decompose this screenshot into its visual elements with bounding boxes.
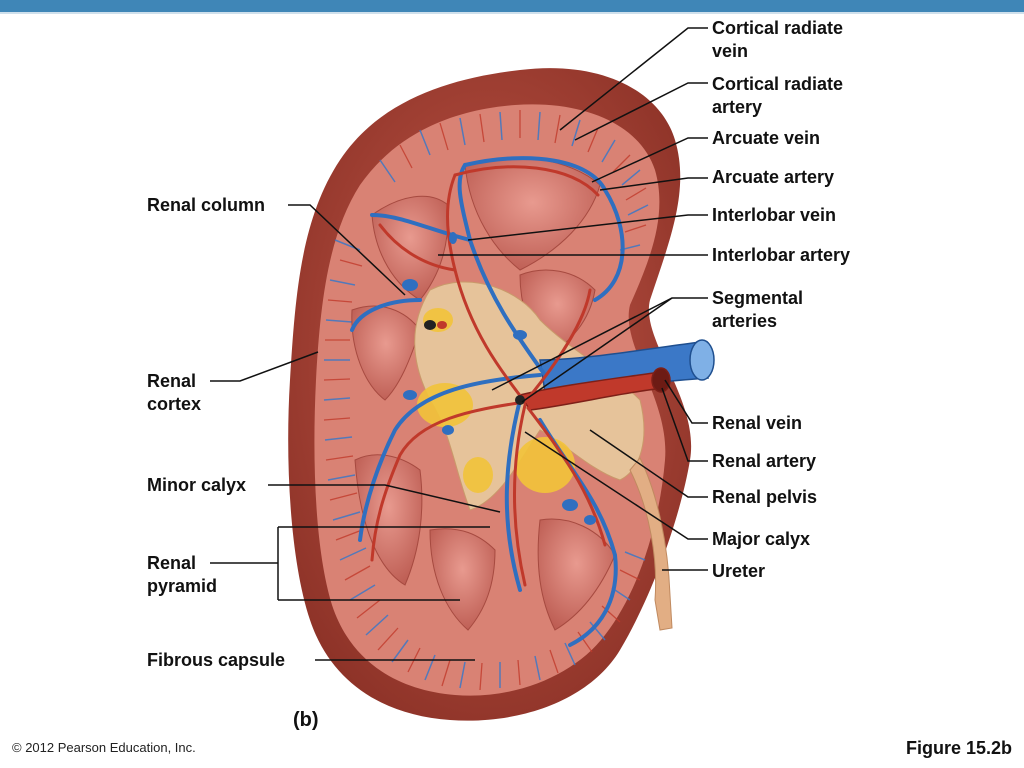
label-interlobar-vein: Interlobar vein [712, 205, 837, 225]
label-minor-calyx: Minor calyx [147, 475, 247, 495]
label-cortical-radiate-artery: Cortical radiate artery [712, 74, 844, 117]
label-major-calyx: Major calyx [712, 529, 811, 549]
interlobar-arcuate-arteries [370, 165, 607, 587]
title-bar-rule [0, 12, 1024, 14]
figure-number: Figure 15.2b [905, 738, 1012, 758]
label-renal-pyramid: Renal pyramid [147, 553, 218, 596]
subfigure-label: (b) [293, 709, 319, 731]
vessel-cross-sections [402, 232, 596, 525]
label-renal-artery: Renal artery [712, 451, 817, 471]
label-cortical-radiate-vein: Cortical radiate vein [712, 18, 844, 61]
ureter-shape [629, 457, 673, 631]
renal-vein-lumen [689, 339, 715, 381]
label-renal-vein: Renal vein [712, 413, 803, 433]
label-segmental-arteries: Segmental arteries [712, 288, 804, 331]
label-interlobar-artery: Interlobar artery [712, 245, 851, 265]
title-bar-accent [0, 0, 1024, 12]
label-renal-cortex: Renal cortex [147, 371, 202, 414]
leader-lines [210, 27, 708, 661]
renal-artery-lumen [651, 367, 671, 393]
label-ureter: Ureter [712, 561, 766, 581]
label-renal-column: Renal column [147, 195, 266, 215]
label-renal-pelvis: Renal pelvis [712, 487, 818, 507]
copyright-notice: © 2012 Pearson Education, Inc. [12, 740, 196, 755]
label-arcuate-artery: Arcuate artery [712, 167, 835, 187]
cortical-radiate-arteries [323, 110, 647, 691]
cortical-radiate-vessels [323, 111, 649, 689]
label-fibrous-capsule: Fibrous capsule [147, 650, 286, 670]
label-arcuate-vein: Arcuate vein [712, 128, 821, 148]
